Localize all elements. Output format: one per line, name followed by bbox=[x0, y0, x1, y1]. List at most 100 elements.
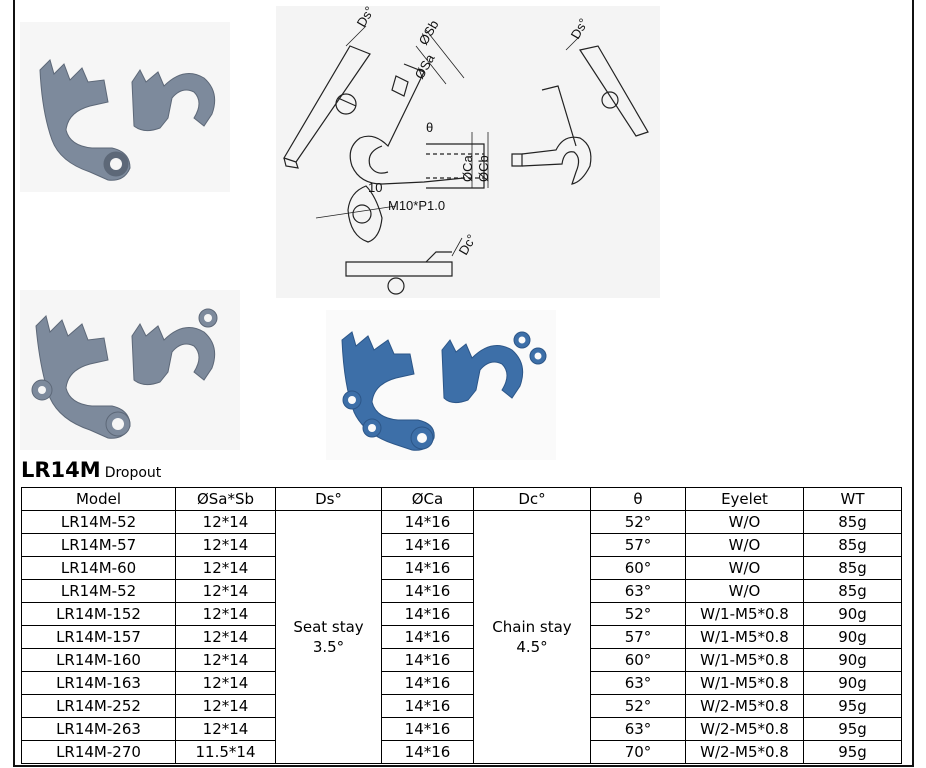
cell-eyelet: W/O bbox=[685, 556, 804, 580]
cell-eyelet: W/1-M5*0.8 bbox=[685, 625, 804, 649]
label-dc: Dc° bbox=[456, 232, 480, 258]
table-row: LR14M-252 12*14 14*16 52° W/2-M5*0.8 95g bbox=[21, 694, 902, 718]
cell-model: LR14M-152 bbox=[21, 602, 176, 626]
label-ds-right: Ds° bbox=[568, 16, 592, 42]
cell-sa-sb: 12*14 bbox=[175, 717, 276, 741]
cell-ca: 14*16 bbox=[381, 579, 474, 603]
table-row: LR14M-270 11.5*14 14*16 70° W/2-M5*0.8 9… bbox=[21, 740, 902, 764]
header-model: Model bbox=[21, 487, 176, 511]
cell-ca: 14*16 bbox=[381, 648, 474, 672]
header-sa-sb: ØSa*Sb bbox=[175, 487, 276, 511]
cell-ca: 14*16 bbox=[381, 533, 474, 557]
cell-model: LR14M-60 bbox=[21, 556, 176, 580]
cell-eyelet: W/2-M5*0.8 bbox=[685, 740, 804, 764]
header-theta: θ bbox=[590, 487, 686, 511]
cell-model: LR14M-252 bbox=[21, 694, 176, 718]
cell-ca: 14*16 bbox=[381, 625, 474, 649]
cell-theta: 70° bbox=[590, 740, 686, 764]
cell-dc-merged: Chain stay 4.5° bbox=[473, 510, 591, 764]
cell-theta: 60° bbox=[590, 556, 686, 580]
label-thread: M10*P1.0 bbox=[388, 198, 445, 213]
cell-ca: 14*16 bbox=[381, 717, 474, 741]
photo-dropout-blue bbox=[326, 310, 556, 460]
cell-eyelet: W/1-M5*0.8 bbox=[685, 648, 804, 672]
table-row: LR14M-160 12*14 14*16 60° W/1-M5*0.8 90g bbox=[21, 648, 902, 672]
header-eyelet: Eyelet bbox=[685, 487, 804, 511]
cell-ca: 14*16 bbox=[381, 602, 474, 626]
cell-theta: 60° bbox=[590, 648, 686, 672]
cell-model: LR14M-157 bbox=[21, 625, 176, 649]
cell-model: LR14M-263 bbox=[21, 717, 176, 741]
table-row: LR14M-52 12*14 14*16 63° W/O 85g bbox=[21, 579, 902, 603]
cell-wt: 90g bbox=[803, 648, 902, 672]
cell-ca: 14*16 bbox=[381, 556, 474, 580]
cell-wt: 90g bbox=[803, 602, 902, 626]
cell-sa-sb: 11.5*14 bbox=[175, 740, 276, 764]
cell-theta: 57° bbox=[590, 533, 686, 557]
header-wt: WT bbox=[803, 487, 902, 511]
cell-theta: 52° bbox=[590, 602, 686, 626]
table-row: LR14M-52 12*14 Seat stay 3.5° 14*16 Chai… bbox=[21, 510, 902, 764]
label-ds-left: Ds° bbox=[354, 6, 378, 29]
cell-model: LR14M-52 bbox=[21, 510, 176, 534]
cell-ds-merged: Seat stay 3.5° bbox=[275, 510, 382, 764]
ds-line1: Seat stay bbox=[293, 618, 364, 636]
cell-eyelet: W/2-M5*0.8 bbox=[685, 694, 804, 718]
cell-wt: 85g bbox=[803, 579, 902, 603]
cell-theta: 52° bbox=[590, 694, 686, 718]
cell-wt: 95g bbox=[803, 717, 902, 741]
product-model: LR14M bbox=[21, 458, 101, 482]
table-row: LR14M-60 12*14 14*16 60° W/O 85g bbox=[21, 556, 902, 580]
cell-sa-sb: 12*14 bbox=[175, 556, 276, 580]
technical-drawing: Ds° ØSb ØSa θ ØCa ØCb 10 M10*P1.0 Ds° Dc… bbox=[276, 6, 660, 298]
cell-sa-sb: 12*14 bbox=[175, 579, 276, 603]
cell-theta: 63° bbox=[590, 671, 686, 695]
cell-model: LR14M-52 bbox=[21, 579, 176, 603]
cell-sa-sb: 12*14 bbox=[175, 510, 276, 534]
cell-wt: 95g bbox=[803, 694, 902, 718]
header-ds: Ds° bbox=[275, 487, 382, 511]
cell-wt: 95g bbox=[803, 740, 902, 764]
table-row: LR14M-57 12*14 14*16 57° W/O 85g bbox=[21, 533, 902, 557]
cell-model: LR14M-160 bbox=[21, 648, 176, 672]
table-row: LR14M-263 12*14 14*16 63° W/2-M5*0.8 95g bbox=[21, 717, 902, 741]
cell-model: LR14M-163 bbox=[21, 671, 176, 695]
dc-line2: 4.5° bbox=[516, 638, 548, 656]
label-sa: ØSa bbox=[412, 51, 438, 82]
photo-dropout-gray-plain bbox=[20, 22, 230, 192]
spec-table: Model ØSa*Sb Ds° ØCa Dc° θ Eyelet WT LR1… bbox=[21, 487, 902, 764]
label-cb: ØCb bbox=[476, 155, 491, 182]
cell-wt: 85g bbox=[803, 510, 902, 534]
label-theta: θ bbox=[426, 120, 433, 135]
cell-sa-sb: 12*14 bbox=[175, 602, 276, 626]
photo-dropout-gray-eyelet bbox=[20, 290, 240, 450]
cell-model: LR14M-57 bbox=[21, 533, 176, 557]
cell-eyelet: W/1-M5*0.8 bbox=[685, 602, 804, 626]
cell-theta: 63° bbox=[590, 717, 686, 741]
cell-model: LR14M-270 bbox=[21, 740, 176, 764]
cell-sa-sb: 12*14 bbox=[175, 533, 276, 557]
table-row: LR14M-152 12*14 14*16 52° W/1-M5*0.8 90g bbox=[21, 602, 902, 626]
cell-sa-sb: 12*14 bbox=[175, 625, 276, 649]
page-frame bbox=[13, 0, 914, 767]
cell-ca: 14*16 bbox=[381, 510, 474, 534]
cell-theta: 52° bbox=[590, 510, 686, 534]
cell-sa-sb: 12*14 bbox=[175, 671, 276, 695]
dc-line1: Chain stay bbox=[492, 618, 572, 636]
cell-theta: 57° bbox=[590, 625, 686, 649]
cell-wt: 85g bbox=[803, 556, 902, 580]
cell-eyelet: W/O bbox=[685, 533, 804, 557]
cell-sa-sb: 12*14 bbox=[175, 694, 276, 718]
table-row: LR14M-157 12*14 14*16 57° W/1-M5*0.8 90g bbox=[21, 625, 902, 649]
cell-eyelet: W/O bbox=[685, 510, 804, 534]
cell-ca: 14*16 bbox=[381, 694, 474, 718]
cell-sa-sb: 12*14 bbox=[175, 648, 276, 672]
cell-eyelet: W/O bbox=[685, 579, 804, 603]
cell-eyelet: W/2-M5*0.8 bbox=[685, 717, 804, 741]
cell-wt: 90g bbox=[803, 671, 902, 695]
cell-wt: 90g bbox=[803, 625, 902, 649]
cell-wt: 85g bbox=[803, 533, 902, 557]
label-ca: ØCa bbox=[460, 155, 475, 183]
table-row: LR14M-163 12*14 14*16 63° W/1-M5*0.8 90g bbox=[21, 671, 902, 695]
